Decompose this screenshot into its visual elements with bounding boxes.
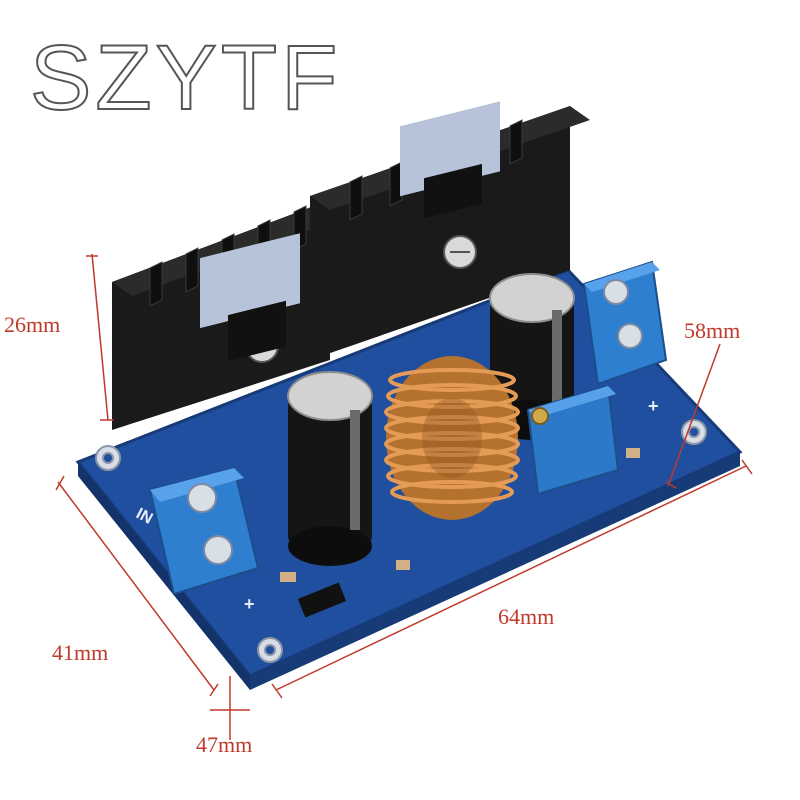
dimension-board-depth: 41mm (52, 640, 109, 665)
dimension-board-length: 64mm (498, 604, 555, 629)
pcb-output-plus-label: + (648, 396, 659, 416)
dimension-lines (55, 253, 753, 740)
pcb-board-edge-front (250, 452, 740, 690)
pcb-input-plus-label: + (244, 594, 255, 614)
terminal-block-output (582, 260, 668, 386)
regulator-chips (228, 163, 482, 362)
dimension-heatsink-height: 26mm (4, 312, 61, 337)
trim-potentiometer (526, 384, 620, 496)
pcb-board-edge (78, 462, 250, 690)
terminal-block-input (148, 466, 260, 596)
dimension-board-depth-with-terminal: 47mm (196, 732, 253, 757)
brand-watermark: SZYTF (29, 27, 342, 129)
dimension-board-width: 58mm (684, 318, 741, 343)
capacitor-left (287, 371, 373, 566)
inductor-coil (384, 356, 520, 520)
mounting-holes (95, 419, 707, 663)
smd-components (280, 448, 640, 618)
